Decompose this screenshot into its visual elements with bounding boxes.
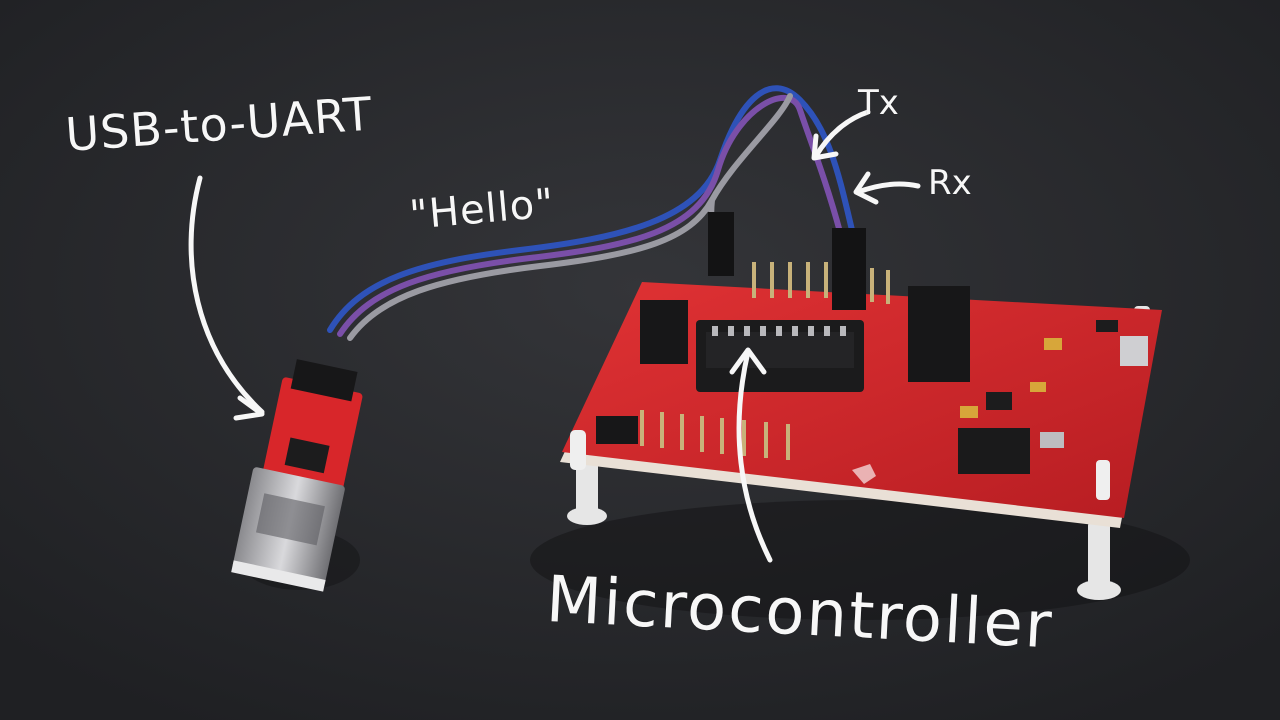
mcu-arrowhead [729, 347, 767, 375]
tx-arrow [813, 109, 871, 159]
small-header [596, 416, 638, 444]
smd-components [960, 320, 1148, 448]
adapter-chip [284, 437, 330, 474]
adapter-header [290, 359, 358, 402]
usb-uart-adapter [231, 359, 363, 592]
usb-plug-window [255, 493, 325, 546]
wire-gray [347, 93, 793, 341]
standoffs-front [570, 430, 1110, 500]
tx-label: Tx [858, 83, 899, 123]
launchpad-board [560, 262, 1162, 528]
wire-blue [327, 85, 855, 333]
rx-label: Rx [928, 163, 972, 203]
debug-chip [958, 428, 1030, 474]
wire-purple [337, 95, 843, 337]
jumper-block-right [908, 286, 970, 382]
dip-ic [706, 332, 854, 368]
jumper-wires [327, 85, 855, 341]
usb-arrowhead [233, 395, 265, 421]
dip-pins [712, 326, 846, 336]
header-pins [640, 262, 890, 460]
board-shadow [530, 500, 1190, 620]
usb-arrow [188, 175, 265, 415]
rx-arrow [855, 181, 921, 195]
tx-arrowhead [811, 133, 839, 161]
usb-plug-tip [231, 560, 326, 592]
annotation-arrows [188, 109, 921, 563]
connector-housing-rx-tx [832, 228, 866, 310]
ti-logo [852, 464, 876, 484]
mcu-arrow [736, 349, 773, 563]
jumper-block-left [640, 300, 688, 364]
hello-message-label: "Hello" [407, 180, 557, 239]
rx-arrowhead [853, 171, 879, 205]
connector-housing-gray [708, 212, 734, 276]
